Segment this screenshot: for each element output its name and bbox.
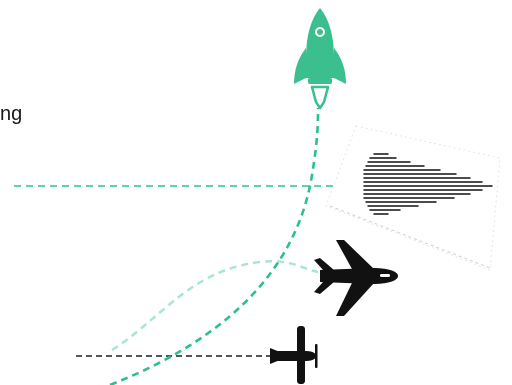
rocket-trail bbox=[110, 108, 318, 385]
jet-faint-trail bbox=[112, 261, 318, 350]
rocket-icon bbox=[294, 8, 346, 108]
jet-plane-icon bbox=[314, 240, 398, 316]
small-plane-icon bbox=[270, 326, 318, 384]
